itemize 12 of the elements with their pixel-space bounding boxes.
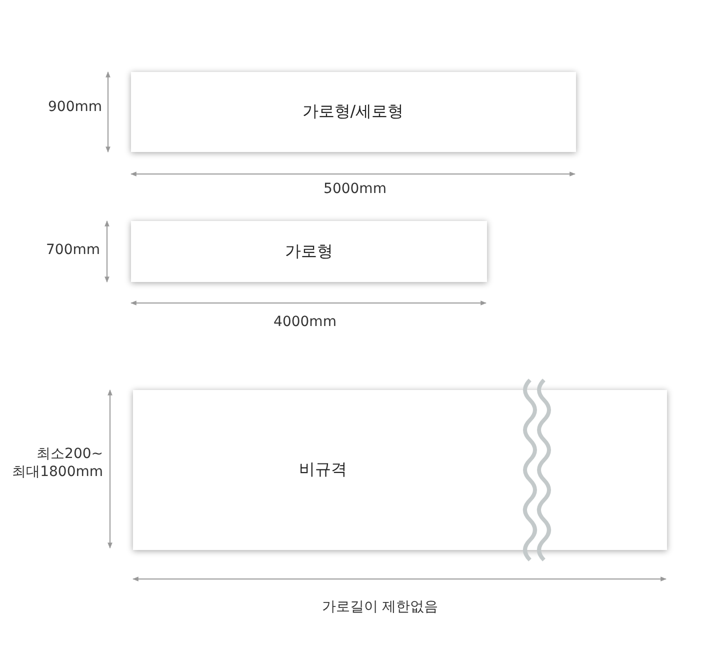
panel-type-label: 비규격 bbox=[299, 460, 347, 480]
dimension-label: 700mm bbox=[45, 241, 100, 259]
size-panel bbox=[131, 72, 576, 152]
dimension-label: 최소200~ 최대1800mm bbox=[11, 445, 103, 481]
size-panel bbox=[133, 390, 667, 550]
panel-type-label: 가로형/세로형 bbox=[302, 102, 404, 122]
dimension-label: 4000mm bbox=[272, 313, 338, 331]
dimension-label: 900mm bbox=[47, 98, 102, 116]
panel-type-label: 가로형 bbox=[285, 241, 333, 262]
dimension-label: 5000mm bbox=[322, 180, 388, 198]
dimension-label: 가로길이 제한없음 bbox=[320, 598, 440, 616]
size-panel bbox=[131, 221, 487, 282]
